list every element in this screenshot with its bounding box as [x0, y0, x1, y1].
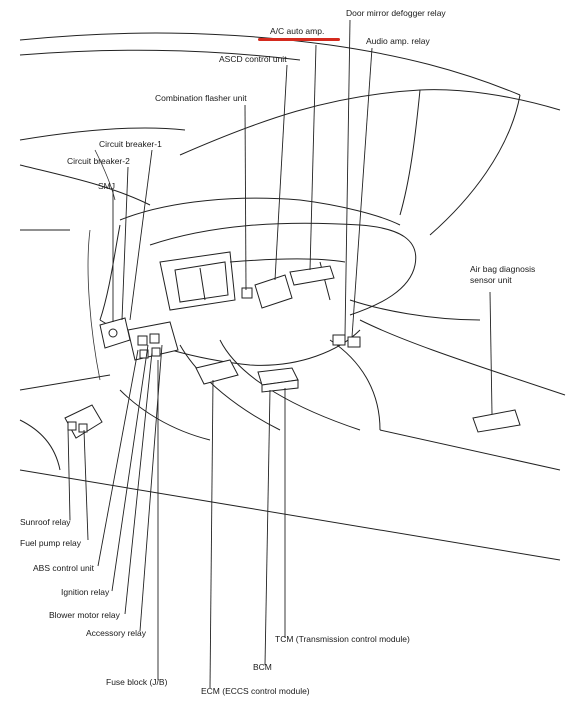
audio-amp-relay [347, 336, 361, 348]
label-air-bag-diagnosis-1: Air bag diagnosis [470, 264, 536, 274]
sunroof-relay-module [64, 404, 103, 439]
label-ignition-relay: Ignition relay [61, 587, 110, 597]
label-fuse-block: Fuse block (J/B) [106, 677, 168, 687]
label-door-mirror-defogger-relay: Door mirror defogger relay [346, 8, 446, 18]
label-abs-control-unit: ABS control unit [33, 563, 94, 573]
label-fuel-pump-relay: Fuel pump relay [20, 538, 81, 548]
label-ac-auto-amp: A/C auto amp. [270, 26, 325, 36]
label-blower-motor-relay: Blower motor relay [49, 610, 120, 620]
ac-auto-amp [289, 265, 335, 286]
label-circuit-breaker-2: Circuit breaker-2 [67, 156, 130, 166]
label-ascd-control-unit: ASCD control unit [219, 54, 287, 64]
label-bcm: BCM [253, 662, 272, 672]
label-tcm: TCM (Transmission control module) [275, 634, 410, 644]
ascd-control-unit [254, 274, 293, 309]
label-circuit-breaker-1: Circuit breaker-1 [99, 139, 162, 149]
label-accessory-relay: Accessory relay [86, 628, 146, 638]
fuse-block [127, 321, 179, 361]
door-mirror-defogger-relay [332, 334, 346, 346]
label-ecm: ECM (ECCS control module) [201, 686, 310, 696]
label-air-bag-diagnosis-2: sensor unit [470, 275, 512, 285]
bcm-unit [257, 367, 299, 393]
leader-lines [67, 19, 493, 689]
label-smj: SMJ [98, 181, 115, 191]
air-bag-sensor-unit [472, 409, 521, 433]
ac-auto-amp-highlight [258, 38, 340, 41]
body-outline [19, 32, 566, 561]
label-audio-amp-relay: Audio amp. relay [366, 36, 430, 46]
ecm-unit [195, 359, 239, 385]
label-combination-flasher-unit: Combination flasher unit [155, 93, 247, 103]
combination-flasher-unit [241, 287, 253, 299]
label-sunroof-relay: Sunroof relay [20, 517, 71, 527]
